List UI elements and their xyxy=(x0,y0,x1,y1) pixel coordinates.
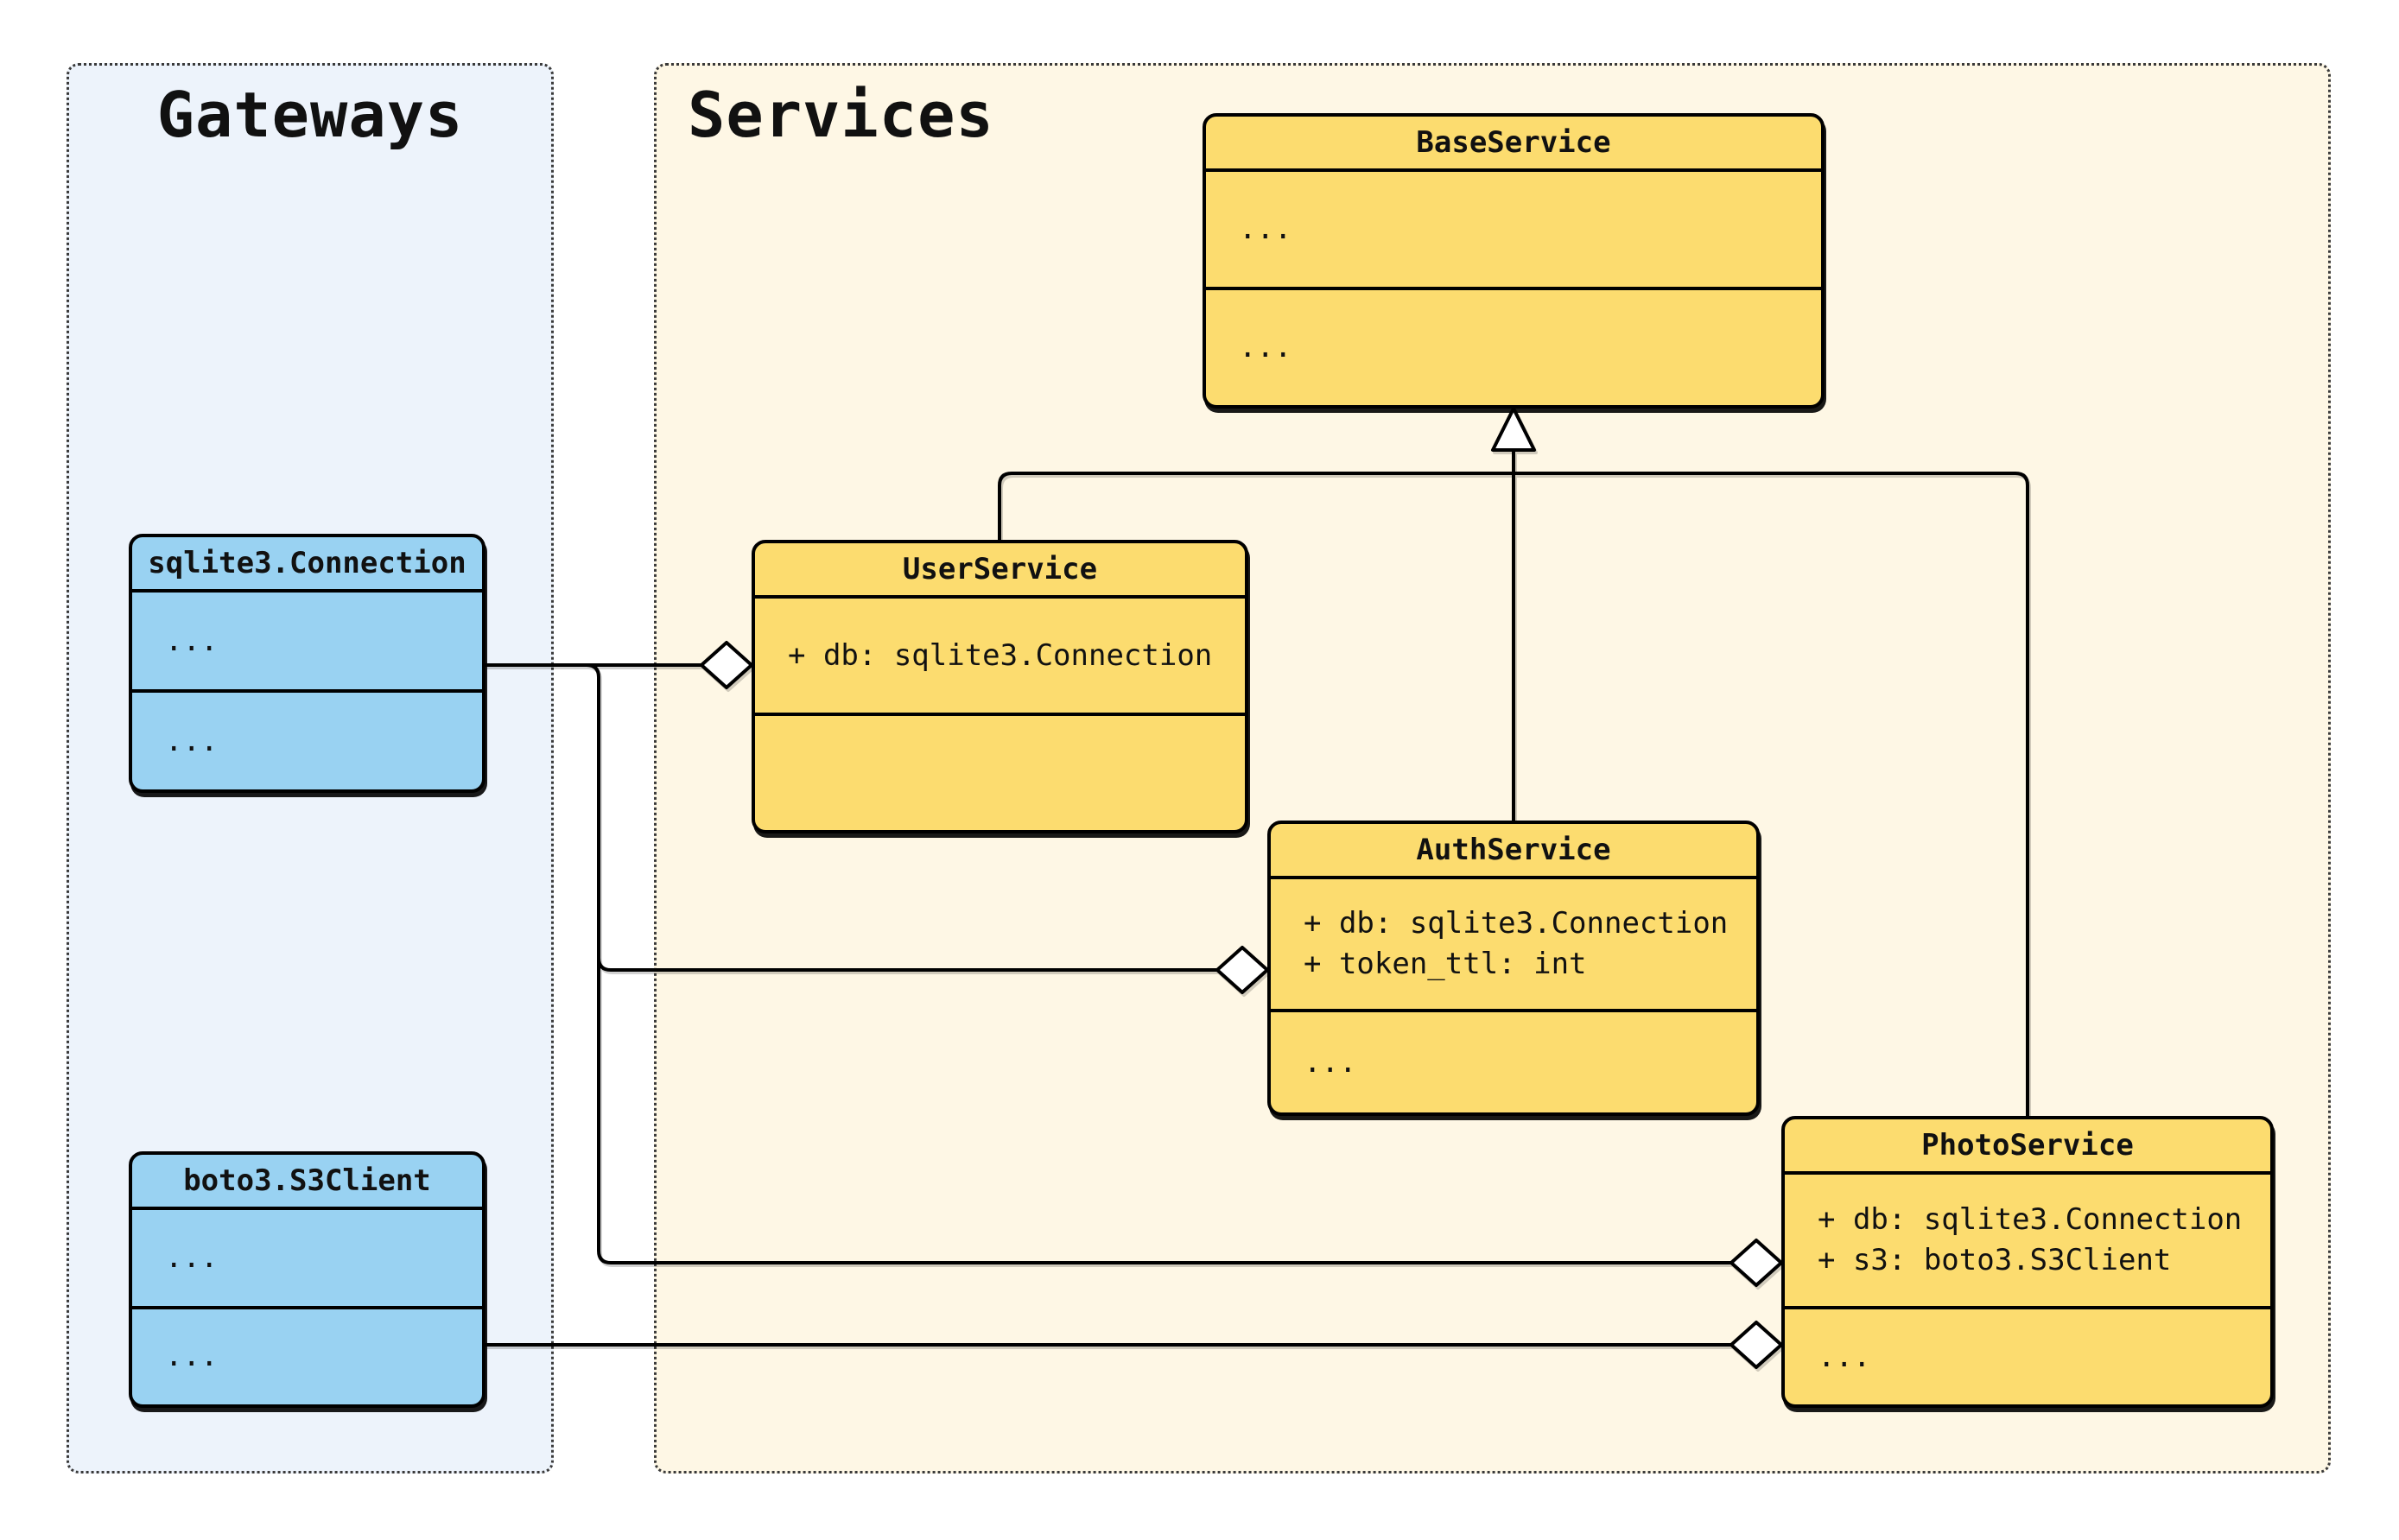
class-methods-section: ... xyxy=(132,1305,482,1405)
class-attributes-section: ... xyxy=(132,1207,482,1306)
attribute-row: ... xyxy=(165,623,219,658)
class-photoservice: PhotoService + db: sqlite3.Connection + … xyxy=(1781,1116,2274,1408)
attribute-row: ... xyxy=(165,1239,219,1275)
class-methods-section xyxy=(755,713,1245,830)
class-title: sqlite3.Connection xyxy=(148,546,466,580)
class-attributes-section: + db: sqlite3.Connection xyxy=(755,595,1245,713)
class-methods-section: ... xyxy=(132,689,482,789)
class-title: AuthService xyxy=(1416,833,1611,867)
method-row: ... xyxy=(1818,1339,1871,1374)
method-row: ... xyxy=(165,723,219,758)
attribute-row: + token_ttl: int xyxy=(1304,947,1587,981)
attribute-row: + s3: boto3.S3Client xyxy=(1818,1243,2172,1277)
attribute-row: + db: sqlite3.Connection xyxy=(788,637,1213,673)
class-sqlite3-connection: sqlite3.Connection ... ... xyxy=(129,534,486,793)
group-gateways-title: Gateways xyxy=(156,79,464,151)
class-methods-section: ... xyxy=(1206,287,1821,405)
class-title: BaseService xyxy=(1416,125,1611,160)
class-title: UserService xyxy=(902,552,1098,586)
class-attributes-section: ... xyxy=(132,589,482,689)
class-title: PhotoService xyxy=(1921,1128,2134,1163)
class-boto3-s3client: boto3.S3Client ... ... xyxy=(129,1151,486,1408)
class-baseservice: BaseService ... ... xyxy=(1203,113,1825,409)
attribute-row: + db: sqlite3.Connection xyxy=(1818,1202,2243,1237)
class-methods-section: ... xyxy=(1785,1306,2270,1404)
attribute-row: ... xyxy=(1239,212,1292,246)
class-attributes-section: + db: sqlite3.Connection + token_ttl: in… xyxy=(1271,876,1756,1009)
class-userservice: UserService + db: sqlite3.Connection xyxy=(752,540,1248,833)
attribute-row: + db: sqlite3.Connection xyxy=(1304,906,1729,941)
method-row: ... xyxy=(1304,1044,1357,1080)
class-authservice: AuthService + db: sqlite3.Connection + t… xyxy=(1267,821,1760,1116)
class-title: boto3.S3Client xyxy=(183,1163,431,1198)
method-row: ... xyxy=(165,1339,219,1374)
class-attributes-section: ... xyxy=(1206,168,1821,287)
class-attributes-section: + db: sqlite3.Connection + s3: boto3.S3C… xyxy=(1785,1171,2270,1306)
group-services-title: Services xyxy=(688,79,994,151)
method-row: ... xyxy=(1239,330,1292,364)
class-methods-section: ... xyxy=(1271,1009,1756,1112)
